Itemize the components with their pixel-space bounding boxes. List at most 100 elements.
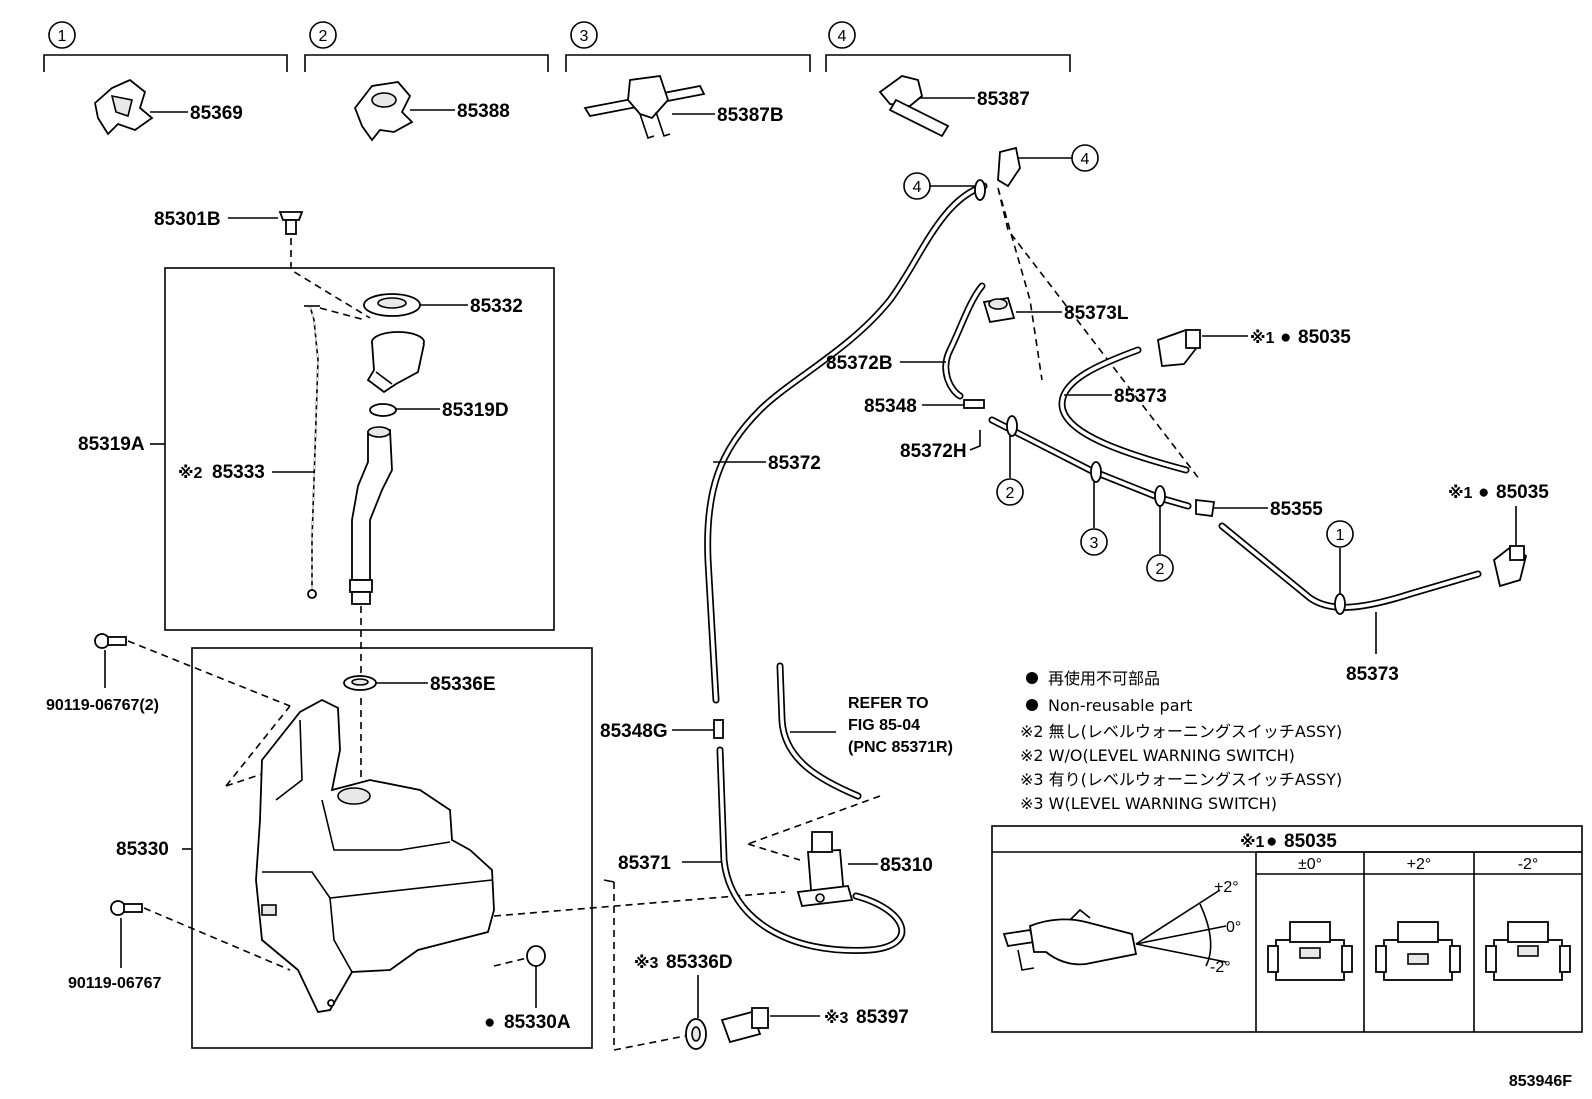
callout-4-a: 4 bbox=[1081, 151, 1090, 168]
label-85330A: 85330A bbox=[504, 1012, 571, 1033]
bolt-90119-06767-2[interactable]: 90119-06767(2) bbox=[46, 633, 291, 714]
marker-note3-85336D: ※3 bbox=[634, 954, 659, 972]
label-85373L: 85373L bbox=[1064, 303, 1129, 324]
nozzle-front-view-minus2 bbox=[1485, 921, 1571, 981]
marker-dot-85330A: ● bbox=[484, 1012, 495, 1033]
clip-85387B[interactable]: 85387B bbox=[583, 75, 784, 140]
hose-85373-lower[interactable]: 1 85373 bbox=[1218, 520, 1482, 685]
table-col-plus2: +2° bbox=[1407, 856, 1432, 873]
joint-85355[interactable]: 85355 bbox=[1195, 498, 1323, 520]
hose-85371[interactable]: 85371 bbox=[618, 746, 906, 954]
label-85336D: 85336D bbox=[666, 952, 733, 973]
nozzle-side-view: +2° 0° -2° bbox=[1002, 879, 1241, 976]
table-col-0: ±0° bbox=[1298, 856, 1322, 873]
label-85310: 85310 bbox=[880, 855, 933, 876]
hose-85372[interactable]: 85372 bbox=[704, 182, 988, 704]
filler-pipe[interactable] bbox=[349, 426, 393, 605]
check-valve-85373L[interactable]: 85373L bbox=[982, 296, 1129, 324]
label-85355: 85355 bbox=[1270, 499, 1323, 520]
grommet-85336E[interactable]: 85336E bbox=[343, 674, 496, 695]
inlet-85332-body[interactable] bbox=[366, 331, 425, 394]
label-85348G: 85348G bbox=[600, 721, 668, 742]
grommet-85336D[interactable]: ※3 85336D bbox=[634, 952, 733, 1050]
filler-neck-assy-box: 85319A bbox=[78, 267, 555, 631]
label-85333: 85333 bbox=[212, 462, 265, 483]
bolt-85301B[interactable]: 85301B bbox=[154, 209, 371, 319]
label-85035-lower: 85035 bbox=[1496, 482, 1549, 503]
marker-note1-upper: ※1 bbox=[1250, 329, 1275, 347]
gasket-85319D[interactable]: 85319D bbox=[369, 400, 509, 421]
legend-nonreuse-en: Non-reusable part bbox=[1048, 696, 1192, 715]
refer-line2: FIG 85-04 bbox=[848, 717, 920, 734]
table-col-minus2: -2° bbox=[1518, 856, 1539, 873]
group-header-3: 3 bbox=[565, 21, 811, 72]
label-85301B: 85301B bbox=[154, 209, 221, 230]
group-header-4: 4 bbox=[825, 21, 1071, 72]
label-85319D: 85319D bbox=[442, 400, 509, 421]
clip-85388[interactable]: 85388 bbox=[353, 81, 510, 142]
refer-line1: REFER TO bbox=[848, 695, 929, 712]
label-90119-06767: 90119-06767 bbox=[68, 975, 162, 992]
label-85319A: 85319A bbox=[78, 434, 145, 455]
label-85035-upper: 85035 bbox=[1298, 327, 1351, 348]
callout-1: 1 bbox=[1336, 527, 1345, 544]
clip-85387[interactable]: 85387 bbox=[878, 75, 1030, 138]
nozzle-85035-upper[interactable]: ※1 ● 85035 bbox=[1156, 327, 1351, 367]
marker-dot-upper: ● bbox=[1280, 327, 1291, 348]
hose-clip-top[interactable]: 4 4 bbox=[903, 144, 1201, 481]
label-85330: 85330 bbox=[116, 839, 169, 860]
label-85373-lower: 85373 bbox=[1346, 664, 1399, 685]
label-85387B: 85387B bbox=[717, 105, 784, 126]
callout-3: 3 bbox=[1090, 535, 1099, 552]
bolt-90119-06767[interactable]: 90119-06767 bbox=[68, 900, 291, 992]
clip-85369[interactable]: 85369 bbox=[94, 78, 243, 136]
legend-nonreuse-jp: 再使用不可部品 bbox=[1048, 669, 1160, 688]
label-85348: 85348 bbox=[864, 396, 917, 417]
table-title-part: 85035 bbox=[1284, 831, 1337, 852]
group-header-1: 1 bbox=[43, 21, 288, 72]
level-gauge-85333[interactable]: ※2 85333 bbox=[178, 305, 366, 599]
hose-refer-85371R[interactable]: REFER TO FIG 85-04 (PNC 85371R) bbox=[747, 662, 953, 861]
label-85332: 85332 bbox=[470, 296, 523, 317]
table-title-dot: ● bbox=[1266, 831, 1277, 852]
label-85373-upper: 85373 bbox=[1114, 386, 1167, 407]
marker-dot-lower: ● bbox=[1478, 482, 1489, 503]
nozzle-front-view-0 bbox=[1267, 921, 1353, 981]
group-header-2: 2 bbox=[304, 21, 549, 72]
table-title-note1: ※1 bbox=[1240, 833, 1265, 851]
label-85372B: 85372B bbox=[826, 353, 893, 374]
nozzle-angle-table: ※1 ● 85035 ±0° +2° -2° +2° 0° -2° bbox=[991, 825, 1583, 1033]
tank-box: 85330 bbox=[116, 647, 593, 1049]
label-85369: 85369 bbox=[190, 103, 243, 124]
group-number-2: 2 bbox=[319, 28, 328, 45]
label-85388: 85388 bbox=[457, 101, 510, 122]
marker-note1-lower: ※1 bbox=[1448, 484, 1473, 502]
angle-plus: +2° bbox=[1214, 879, 1239, 896]
angle-minus: -2° bbox=[1210, 959, 1231, 976]
hose-85373-upper[interactable]: 85373 bbox=[1058, 346, 1190, 474]
marker-note3-85397: ※3 bbox=[824, 1009, 849, 1027]
label-85371: 85371 bbox=[618, 853, 671, 874]
group-number-3: 3 bbox=[580, 28, 589, 45]
hose-85372H[interactable]: 85372H 2 3 2 bbox=[900, 415, 1192, 582]
legend-w-jp: ※3 有り(レベルウォーニングスイッチASSY) bbox=[1020, 770, 1342, 789]
legend-w-en: ※3 W(LEVEL WARNING SWITCH) bbox=[1020, 794, 1277, 813]
hose-85372B[interactable]: 85372B bbox=[826, 282, 986, 400]
joint-85348[interactable]: 85348 bbox=[864, 396, 985, 417]
cap-85332[interactable]: 85332 bbox=[363, 293, 523, 317]
marker-note2: ※2 bbox=[178, 464, 203, 482]
refer-line3: (PNC 85371R) bbox=[848, 739, 953, 756]
label-90119-06767-2: 90119-06767(2) bbox=[46, 697, 159, 714]
washer-pump-85310[interactable]: 85310 bbox=[796, 831, 933, 907]
joint-85348G[interactable]: 85348G bbox=[600, 719, 724, 742]
group-number-4: 4 bbox=[838, 28, 847, 45]
legend-wo-en: ※2 W/O(LEVEL WARNING SWITCH) bbox=[1020, 746, 1295, 765]
washer-tank-85330[interactable] bbox=[225, 698, 495, 1013]
legend: 再使用不可部品 Non-reusable part ※2 無し(レベルウォーニン… bbox=[1020, 669, 1342, 813]
label-85336E: 85336E bbox=[430, 674, 496, 695]
nozzle-front-view-plus2 bbox=[1375, 921, 1461, 981]
nozzle-85035-lower[interactable]: ※1 ● 85035 bbox=[1448, 482, 1549, 588]
label-85372: 85372 bbox=[768, 453, 821, 474]
level-sensor-85397[interactable]: ※3 85397 bbox=[720, 1007, 909, 1044]
